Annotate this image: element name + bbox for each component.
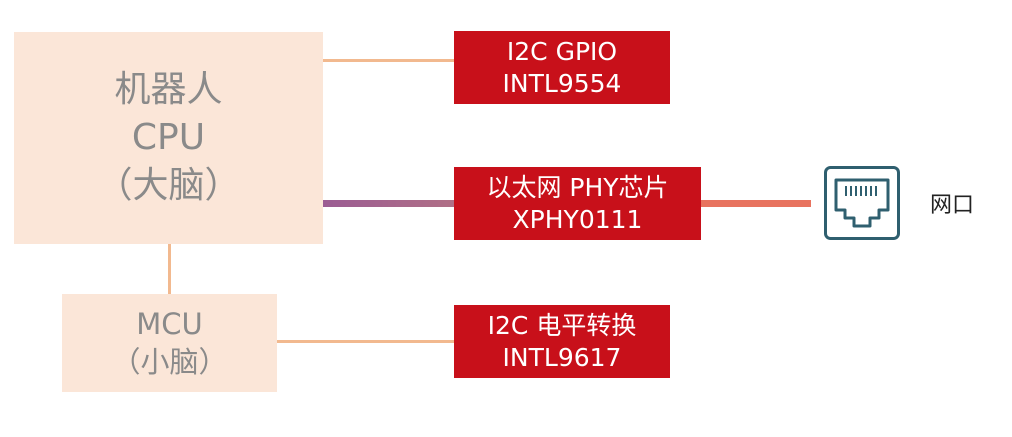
level-shifter-chip-label-line2: INTL9617: [502, 342, 622, 372]
gpio-chip-label-line1: I2C GPIO: [506, 36, 618, 66]
level-shifter-chip-label-line1: I2C 电平转换: [487, 310, 637, 340]
cpu-label-line2: CPU: [131, 117, 206, 158]
cpu-to-phy-line: [323, 200, 454, 207]
cpu-box: 机器人 CPU （大脑）: [14, 32, 323, 244]
cpu-to-mcu-line: [168, 244, 171, 294]
phy-chip-label-line1: 以太网 PHY芯片: [486, 172, 669, 202]
cpu-label-line1: 机器人: [114, 69, 223, 110]
gpio-chip-box: I2C GPIO INTL9554: [454, 31, 670, 104]
mcu-label-line1: MCU: [136, 307, 203, 341]
cpu-to-gpio-line: [323, 59, 454, 62]
port-label: 网口: [930, 193, 975, 218]
phy-chip-label-line2: XPHY0111: [512, 204, 643, 234]
mcu-box: MCU （小脑）: [62, 294, 277, 392]
gpio-chip-label-line2: INTL9554: [502, 68, 622, 98]
phy-to-port-line: [701, 200, 811, 207]
mcu-to-level-shifter-line: [277, 340, 454, 343]
mcu-label-line2: （小脑）: [111, 345, 228, 379]
level-shifter-chip-box: I2C 电平转换 INTL9617: [454, 305, 670, 378]
cpu-label-line3: （大脑）: [96, 165, 241, 206]
phy-chip-box: 以太网 PHY芯片 XPHY0111: [454, 167, 701, 240]
ethernet-port-icon: [824, 166, 900, 240]
